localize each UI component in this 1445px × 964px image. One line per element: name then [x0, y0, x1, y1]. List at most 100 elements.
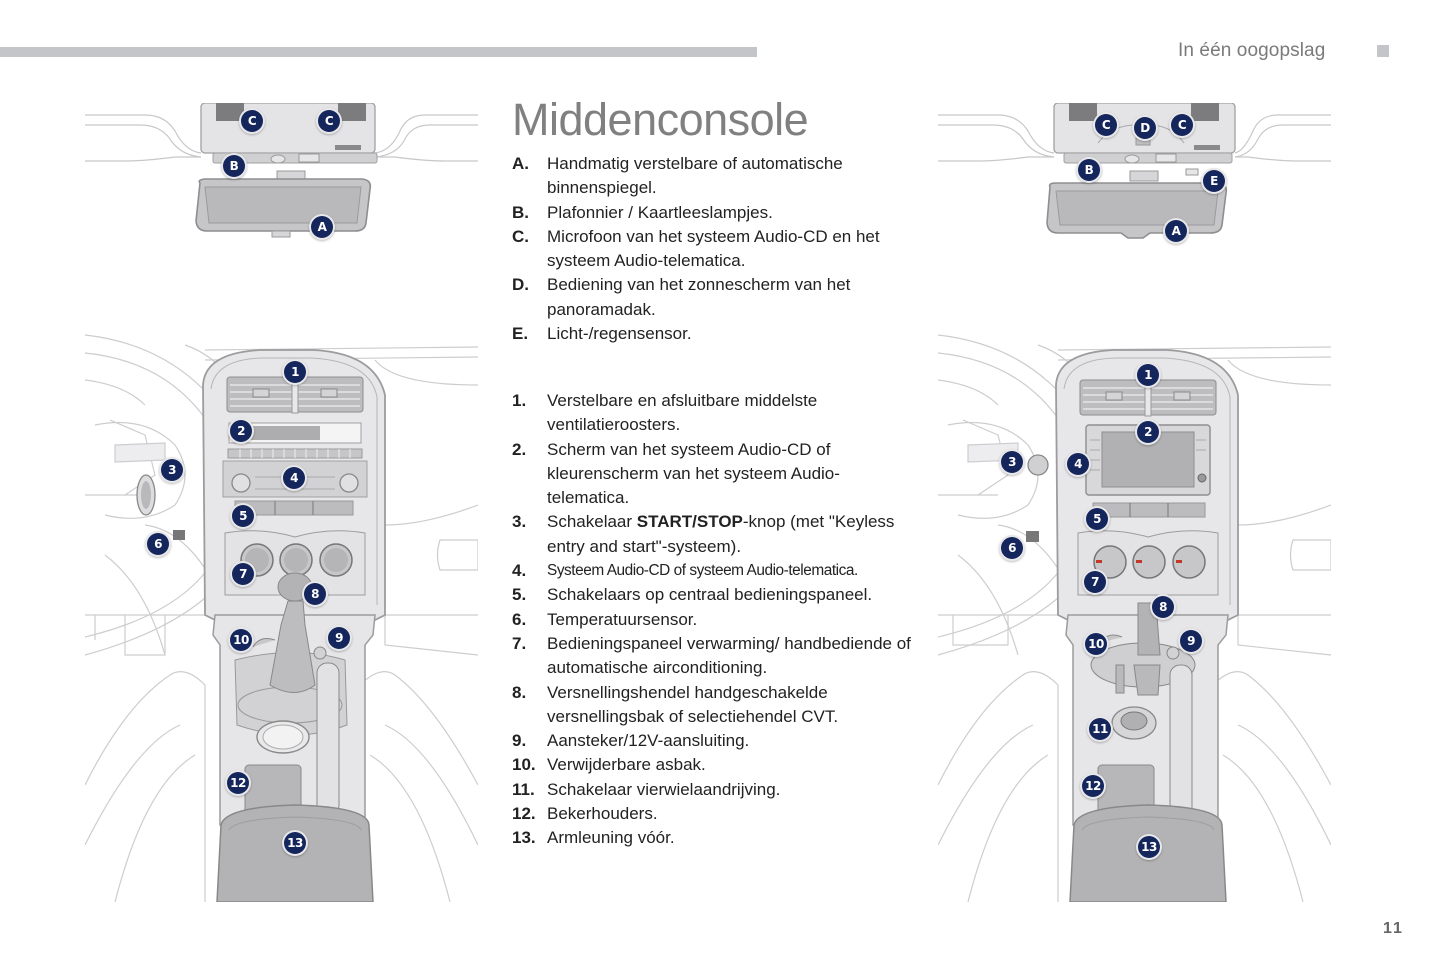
legend-key: 6. [512, 609, 527, 629]
callout-badge: 4 [1067, 453, 1089, 475]
legend-text-before: Schakelaar [547, 512, 637, 532]
callout-badge: 5 [232, 505, 254, 527]
callout-badge: 1 [284, 361, 306, 383]
legend-item-11: 11. Schakelaar vierwielaandrijving. [512, 778, 912, 802]
legend-text-bold: START/STOP [636, 512, 743, 532]
legend-text: Bekerhouders. [547, 804, 658, 824]
legend-text: Systeem Audio-CD of systeem Audio-telema… [547, 562, 858, 580]
mirror-illustration-left: C C B A [85, 103, 478, 243]
legend-item-10: 10. Verwijderbare asbak. [512, 753, 912, 777]
legend-key: 2. [512, 439, 527, 459]
legend-text: Versnellingshendel handgeschakelde versn… [547, 682, 839, 726]
legend-key: E. [512, 324, 529, 344]
legend-numbers: 1.Verstelbare en afsluitbare middelste v… [512, 389, 912, 851]
legend-text: Bediening van het zonnescherm van het pa… [547, 275, 851, 319]
callout-badge: 7 [1084, 571, 1106, 593]
legend-key: 7. [512, 633, 527, 653]
callout-badge: C [1171, 114, 1193, 136]
legend-item-1: 1.Verstelbare en afsluitbare middelste v… [512, 389, 912, 438]
callout-badge: 12 [1082, 775, 1104, 797]
console-drawing [938, 334, 1331, 902]
console-illustration-right: 1 2 3 4 5 6 7 8 9 10 11 12 13 [938, 325, 1331, 902]
legend-key: 4. [512, 561, 527, 581]
legend-key: 8. [512, 682, 527, 702]
legend-key: 11. [512, 779, 535, 799]
legend-key: 13. [512, 828, 536, 848]
legend-item-2: 2. Scherm van het systeem Audio-CD of kle… [512, 438, 912, 511]
callout-badge: E [1203, 170, 1225, 192]
legend-text: Microfoon van het systeem Audio-CD en he… [547, 226, 880, 271]
legend-text: Schakelaar vierwielaandrijving. [547, 779, 781, 799]
callout-badge: 13 [1138, 836, 1160, 858]
legend-key: D. [512, 275, 529, 295]
callout-badge: 6 [1001, 537, 1023, 559]
callout-badge: 10 [230, 629, 252, 651]
callout-badge: 4 [283, 467, 305, 489]
legend-item-3: 3. Schakelaar START/STOP-knop (met "Keyle… [512, 510, 912, 559]
mirror-drawing [85, 103, 478, 238]
legend-key: 3. [512, 512, 527, 532]
page-number: 11 [1383, 920, 1404, 937]
callout-badge: 2 [1137, 421, 1159, 443]
legend-text: Plafonnier / Kaartleeslampjes. [547, 202, 773, 222]
legend-text: Licht-/regensensor. [547, 324, 692, 344]
callout-badge: 1 [1137, 364, 1159, 386]
legend-item-4: 4. Systeem Audio-CD of systeem Audio-tele… [512, 559, 912, 583]
legend-text: Handmatig verstelbare of automatische bi… [547, 154, 843, 198]
page-title: Middenconsole [512, 94, 809, 145]
callout-badge: 13 [284, 832, 306, 854]
legend-text-after: -knop (met "Keyless entry and start"-sys… [547, 512, 895, 556]
legend-item-12: 12. Bekerhouders. [512, 802, 912, 826]
legend-item-c: C. Microfoon van het systeem Audio-CD en … [512, 225, 912, 274]
callout-badge: 9 [1180, 630, 1202, 652]
legend-key: C. [512, 226, 529, 246]
console-illustration-left: 1 2 3 4 5 6 7 8 9 10 12 13 [85, 325, 478, 902]
callout-badge: B [1078, 159, 1100, 181]
legend-text: Verstelbare en afsluitbare middelste ven… [547, 391, 818, 435]
console-drawing [85, 334, 478, 902]
legend-item-13: 13. Armleuning vóór. [512, 826, 912, 850]
callout-badge: C [318, 110, 340, 132]
callout-badge: 3 [161, 459, 183, 481]
legend-text: Schakelaar START/STOP-knop (met "Keyless… [547, 510, 912, 559]
legend-item-b: B. Plafonnier / Kaartleeslampjes. [512, 201, 912, 225]
legend-key: B. [512, 202, 529, 222]
legend-item-5: 5.Schakelaars op centraal bedieningspane… [512, 583, 912, 607]
legend-item-6: 6. Temperatuursensor. [512, 608, 912, 632]
callout-badge: 2 [230, 420, 252, 442]
callout-badge: 8 [304, 583, 326, 605]
section-title: In één oogopslag [1178, 40, 1326, 61]
callout-badge: D [1134, 117, 1156, 139]
legend-item-e: E. Licht-/regensensor. [512, 322, 912, 346]
legend-text: Verwijderbare asbak. [547, 755, 706, 775]
mirror-illustration-right: C D C B E A [938, 103, 1331, 243]
callout-badge: C [1095, 114, 1117, 136]
header-bar [0, 47, 757, 57]
callout-badge: 7 [232, 563, 254, 585]
callout-badge: A [1165, 220, 1187, 242]
callout-badge: 5 [1086, 508, 1108, 530]
legend-item-d: D. Bediening van het zonnescherm van het … [512, 273, 912, 322]
callout-badge: 11 [1089, 718, 1111, 740]
legend-key: 12. [512, 804, 536, 824]
legend-item-9: 9.Aansteker/12V-aansluiting. [512, 729, 912, 753]
legend-key: A. [512, 154, 529, 173]
callout-badge: 8 [1152, 596, 1174, 618]
callout-badge: 9 [328, 627, 350, 649]
legend-item-8: 8. Versnellingshendel handgeschakelde ver… [512, 681, 912, 730]
legend-text: Scherm van het systeem Audio-CD of kleur… [547, 439, 840, 508]
legend-item-7: 7. Bedieningspaneel verwarming/ handbedie… [512, 632, 912, 681]
callout-badge: 3 [1001, 451, 1023, 473]
legend-text: Armleuning vóór. [547, 828, 675, 848]
legend-text: Aansteker/12V-aansluiting. [547, 731, 750, 751]
callout-badge: B [223, 155, 245, 177]
legend-letters: A. Handmatig verstelbare of automatische … [512, 152, 912, 346]
legend-text: Bedieningspaneel verwarming/ handbediend… [547, 633, 911, 678]
callout-badge: 6 [147, 533, 169, 555]
legend-text: Schakelaars op centraal bedieningspaneel… [547, 585, 873, 605]
section-marker-icon [1377, 45, 1389, 57]
legend-text: Temperatuursensor. [547, 609, 698, 629]
callout-badge: 12 [227, 772, 249, 794]
legend-key: 10. [512, 755, 536, 775]
callout-badge: C [241, 110, 263, 132]
